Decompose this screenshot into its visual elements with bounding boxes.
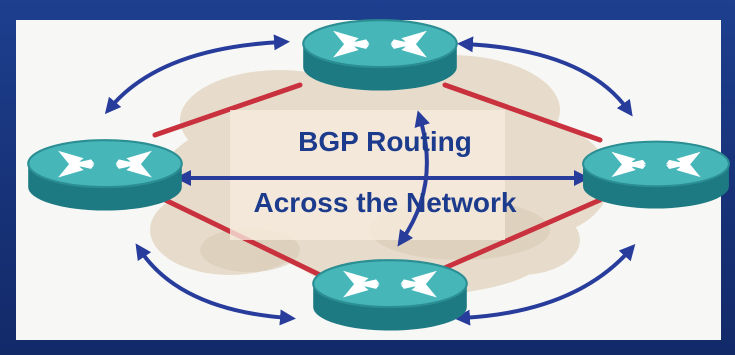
router-bottom — [312, 259, 468, 332]
caption-line-1: BGP Routing — [298, 126, 472, 157]
caption-line-2: Across the Network — [253, 187, 517, 218]
router-top — [302, 19, 458, 92]
arrow-top-bottom — [397, 110, 430, 247]
arrow-bottom-right — [454, 244, 636, 326]
router-right — [581, 140, 731, 210]
arrow-top-right — [457, 36, 633, 117]
arrow-left-bottom — [135, 243, 296, 326]
arrow-left-top — [104, 34, 290, 115]
router-left — [27, 139, 183, 212]
